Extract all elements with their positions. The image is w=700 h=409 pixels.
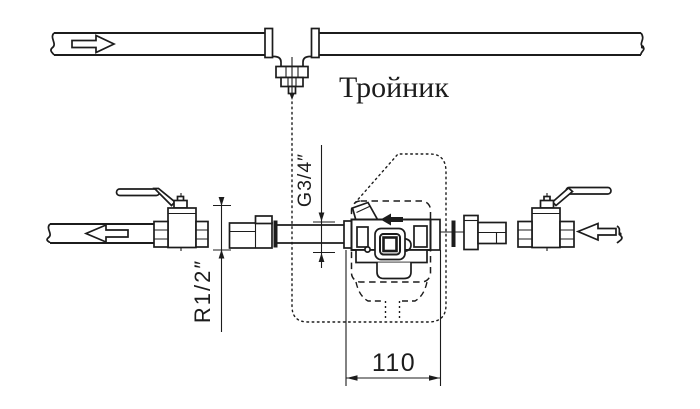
- valve-hex-cap: [153, 220, 169, 248]
- valve-body: [531, 207, 561, 249]
- water-meter: [343, 200, 441, 321]
- dimension-g34: G3/4″: [294, 145, 335, 268]
- flow-arrow-left-icon: [83, 223, 129, 244]
- gasket: [273, 220, 278, 248]
- enclosure-outline: [291, 101, 447, 323]
- right-inlet: [575, 222, 623, 244]
- dim-label-110: 110: [372, 349, 416, 377]
- valve-hex-cap: [559, 220, 575, 248]
- tee-fitting: [264, 27, 320, 100]
- valve-handle-link: [152, 187, 177, 207]
- valve-stem: [173, 199, 188, 209]
- left-ball-valve: [115, 187, 209, 251]
- flow-arrow-left-icon: [575, 222, 617, 242]
- meter-bottom-tab: [376, 262, 412, 280]
- pipe-break-right-bottom: [616, 225, 623, 244]
- right-ball-valve: [517, 186, 612, 251]
- meter-port-right: [413, 225, 428, 248]
- left-pipe: [46, 223, 158, 244]
- dim-label-r12: R1/2″: [190, 259, 215, 323]
- meter-flow-arrow-icon: [380, 213, 403, 226]
- valve-stem: [539, 199, 555, 209]
- right-union-fitting: [440, 214, 507, 251]
- flow-arrow-right-icon: [71, 34, 116, 54]
- meter-coupling-right: [429, 218, 441, 251]
- pipe-break-left-bottom: [46, 223, 51, 244]
- valve-hex-cap: [517, 220, 533, 248]
- pipe-stub-left: [277, 224, 344, 244]
- top-pipe-run: [50, 32, 645, 56]
- left-union-fitting: [228, 215, 344, 249]
- meter-port-left: [356, 226, 369, 248]
- dim-label-g34: G3/4″: [294, 153, 316, 207]
- valve-hex-cap: [195, 220, 209, 248]
- valve-handle-link: [551, 186, 574, 207]
- meter-display: [382, 236, 398, 253]
- pipe-break-right: [640, 32, 645, 56]
- valve-handle: [115, 188, 161, 197]
- tee-label: Тройник: [339, 71, 449, 104]
- gasket: [451, 220, 456, 247]
- dimension-110: 110: [345, 250, 442, 386]
- meter-open-lid: [351, 201, 379, 222]
- meter-legs: [384, 301, 401, 321]
- dimension-r12: R1/2″: [190, 197, 231, 332]
- meter-skirt: [355, 281, 428, 302]
- pipe-break-left: [50, 32, 55, 56]
